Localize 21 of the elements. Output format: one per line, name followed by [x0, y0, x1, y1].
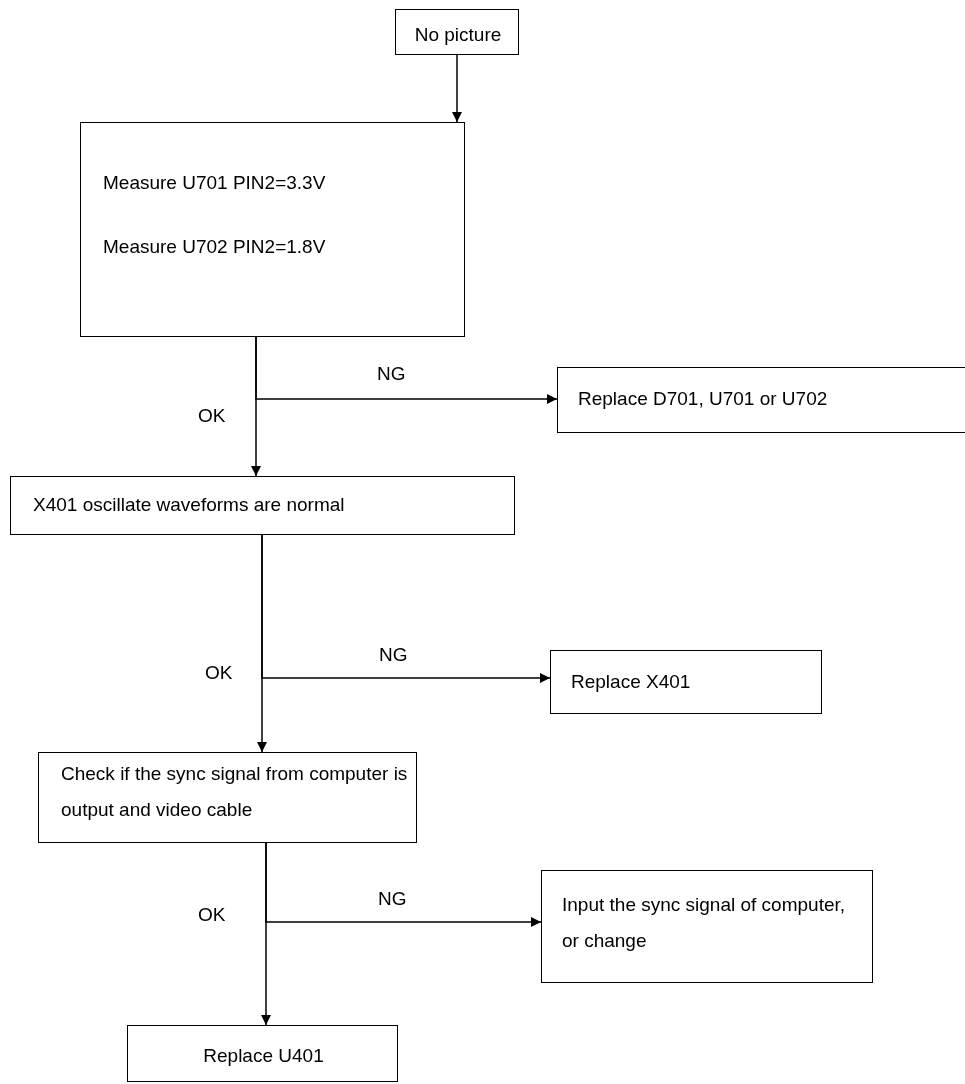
- step-text: Replace X401: [571, 670, 692, 694]
- process-box: [127, 1025, 398, 1082]
- step-text: Measure U702 PIN2=1.8V: [103, 235, 327, 259]
- process-box: [550, 650, 822, 714]
- step-text: No picture: [413, 23, 503, 47]
- process-box: [10, 476, 515, 535]
- step-text: Replace U401: [202, 1044, 325, 1068]
- arrow: [452, 54, 462, 123]
- step-text: Input the sync signal of computer, or change: [562, 893, 847, 954]
- step-text: X401 oscillate waveforms are normal: [33, 493, 346, 517]
- process-box: [80, 122, 465, 337]
- process-box: [541, 870, 873, 983]
- step-text: Replace D701, U701 or U702: [578, 387, 829, 411]
- arrow: [257, 534, 267, 753]
- arrow: [261, 842, 271, 1026]
- process-box: [395, 9, 519, 55]
- arrow: [251, 336, 261, 477]
- process-box: [557, 367, 965, 433]
- process-box: [38, 752, 417, 843]
- step-text: Measure U701 PIN2=3.3V: [103, 171, 327, 195]
- step-text: Check if the sync signal from computer is output and video cable: [61, 762, 409, 823]
